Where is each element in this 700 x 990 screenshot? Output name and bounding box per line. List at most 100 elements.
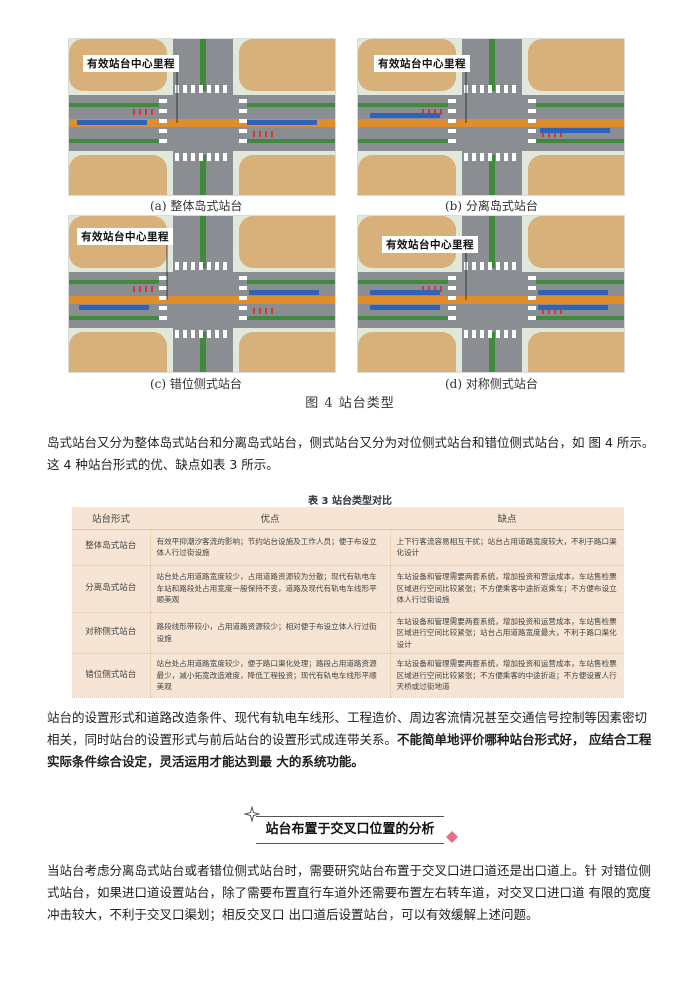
corner-block: [69, 155, 167, 195]
crosswalk-stripe: [223, 262, 227, 270]
crosswalk-stripe: [488, 153, 492, 161]
crosswalk-stripe: [159, 296, 167, 300]
tram-track: [358, 296, 624, 304]
crosswalk-stripe: [207, 153, 211, 161]
crosswalk-stripe: [448, 99, 456, 103]
crosswalk-stripe: [199, 330, 203, 338]
median-strip: [200, 39, 206, 91]
table-header-row: 站台形式 优点 缺点: [72, 507, 624, 530]
crosswalk-stripe: [199, 262, 203, 270]
intersection-panel-a: 有效站台中心里程: [68, 38, 336, 196]
crosswalk-stripe: [448, 316, 456, 320]
tram-platform: [247, 120, 317, 125]
crosswalk-stripe: [175, 330, 179, 338]
crosswalk-stripe: [215, 153, 219, 161]
tram-track: [69, 296, 335, 304]
crosswalk-stripe: [239, 296, 247, 300]
crosswalk-stripe: [223, 85, 227, 93]
crosswalk-stripe: [528, 316, 536, 320]
stop-marking: [145, 109, 147, 115]
stop-marking: [560, 131, 562, 137]
table-row: 错位侧式站台 站台处占用道路宽度较少，便于路口渠化处理；路段占用道路资源最少，减…: [72, 653, 624, 698]
crosswalk-stripe: [448, 119, 456, 123]
intersection-diagram-b: [358, 39, 624, 195]
crosswalk-stripe: [448, 129, 456, 133]
tram-platform: [538, 305, 608, 310]
crosswalk-stripe: [199, 153, 203, 161]
intersection-panel-b: 有效站台中心里程: [357, 38, 625, 196]
crosswalk-stripe: [528, 139, 536, 143]
median-strip: [536, 280, 624, 284]
stop-marking: [422, 286, 424, 292]
stop-marking: [139, 109, 141, 115]
crosswalk-stripe: [199, 85, 203, 93]
cell-form: 分离岛式站台: [72, 565, 150, 613]
crosswalk-stripe: [183, 262, 187, 270]
stop-marking: [139, 286, 141, 292]
station-center-label: 有效站台中心里程: [77, 228, 173, 245]
cell-disadvantages: 车站设备和管理需要两套系统，增加投资和运营成本，车站售检票区域进行空间比较紧张；…: [389, 612, 624, 654]
crosswalk-stripe: [472, 85, 476, 93]
station-center-label: 有效站台中心里程: [83, 55, 179, 72]
crosswalk-stripe: [496, 330, 500, 338]
tram-track: [69, 119, 335, 127]
crosswalk-stripe: [480, 330, 484, 338]
crosswalk-stripe: [528, 306, 536, 310]
comparison-table: 站台形式 优点 缺点 整体岛式站台 有效平抑潮汐客流的影响；节约站台设施及工作人…: [72, 507, 624, 698]
header-form: 站台形式: [72, 507, 150, 530]
crosswalk-stripe: [207, 330, 211, 338]
crosswalk-stripe: [159, 306, 167, 310]
crosswalk-stripe: [159, 109, 167, 113]
paragraph-design-factors: 站台的设置形式和道路改造条件、现代有轨电车线形、工程造价、周边客流情况甚至交通信…: [47, 707, 655, 773]
tram-platform: [249, 290, 319, 295]
stop-marking: [259, 308, 261, 314]
corner-block: [528, 332, 624, 372]
cell-form: 对称侧式站台: [72, 612, 150, 654]
stop-marking: [253, 308, 255, 314]
crosswalk-stripe: [512, 330, 516, 338]
crosswalk-stripe: [239, 316, 247, 320]
stop-marking: [271, 308, 273, 314]
crosswalk-stripe: [480, 262, 484, 270]
stop-marking: [265, 131, 267, 137]
median-strip: [536, 103, 624, 107]
crosswalk-stripe: [239, 119, 247, 123]
sparkle-icon: [244, 806, 260, 822]
section-heading: 站台布置于交叉口位置的分析: [256, 816, 444, 844]
crosswalk-stripe: [448, 139, 456, 143]
median-strip: [200, 216, 206, 268]
table-row: 整体岛式站台 有效平抑潮汐客流的影响；节约站台设施及工作人员；便于布设立体人行过…: [72, 529, 624, 566]
crosswalk-stripe: [512, 262, 516, 270]
median-strip: [69, 139, 159, 143]
crosswalk-stripe: [448, 296, 456, 300]
crosswalk-stripe: [183, 153, 187, 161]
stop-marking: [554, 131, 556, 137]
crosswalk-stripe: [207, 85, 211, 93]
crosswalk-stripe: [159, 139, 167, 143]
crosswalk-stripe: [215, 262, 219, 270]
crosswalk-stripe: [512, 153, 516, 161]
crosswalk-stripe: [488, 262, 492, 270]
crosswalk-stripe: [175, 153, 179, 161]
crosswalk-stripe: [191, 330, 195, 338]
crosswalk-stripe: [480, 85, 484, 93]
stop-marking: [554, 308, 556, 314]
stop-marking: [145, 286, 147, 292]
stop-marking: [428, 109, 430, 115]
median-strip: [358, 316, 448, 320]
header-disadvantages: 缺点: [390, 507, 624, 530]
stop-marking: [548, 308, 550, 314]
cell-advantages: 有效平抑潮汐客流的影响；节约站台设施及工作人员；便于布设立体人行过街设施: [149, 529, 390, 566]
crosswalk-stripe: [528, 296, 536, 300]
stop-marking: [548, 131, 550, 137]
crosswalk-stripe: [239, 306, 247, 310]
median-strip: [489, 332, 495, 372]
crosswalk-stripe: [480, 153, 484, 161]
intersection-panel-c: 有效站台中心里程: [68, 215, 336, 373]
crosswalk-stripe: [159, 286, 167, 290]
corner-block: [358, 332, 456, 372]
crosswalk-stripe: [191, 85, 195, 93]
median-strip: [536, 139, 624, 143]
table-title: 表 3 站台类型对比: [308, 496, 392, 507]
cell-advantages: 站台处占用道路宽度较少，占用道路资源较为分散；现代有轨电车车站和路段处占用宽度一…: [149, 565, 390, 613]
